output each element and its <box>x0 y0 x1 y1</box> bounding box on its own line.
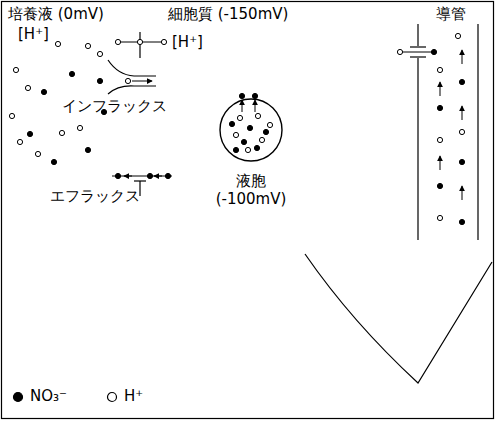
legend-label: H⁺ <box>124 388 143 405</box>
legend-entry: NO₃⁻ <box>12 388 67 405</box>
nitrate-dot <box>239 93 244 98</box>
flux-arrow <box>462 50 463 64</box>
proton-dot <box>437 67 442 72</box>
region-label: インフラックス <box>62 98 167 115</box>
flux-arrow <box>132 81 152 82</box>
legend-swatch <box>14 392 23 401</box>
proton-dot <box>137 39 142 44</box>
flux-arrow <box>440 82 441 96</box>
proton-dot <box>397 49 402 54</box>
legend-swatch <box>106 391 118 403</box>
nitrate-dot <box>459 159 464 164</box>
nitrate-dot <box>252 93 257 98</box>
proton-dot <box>13 67 18 72</box>
nitrate-dot <box>97 78 102 83</box>
symporter-symbol <box>108 60 156 76</box>
proton-dot <box>161 39 166 44</box>
nitrate-dot <box>233 147 238 152</box>
nitrate-dot <box>437 183 442 188</box>
nitrate-dot <box>241 139 246 144</box>
vacuole-outline <box>219 98 283 162</box>
flux-arrow <box>440 156 441 170</box>
proton-dot <box>245 147 250 152</box>
proton-dot <box>233 132 238 137</box>
proton-dot <box>237 115 242 120</box>
proton-dot <box>97 51 102 56</box>
flux-arrow <box>242 100 243 112</box>
vacuole-outline <box>220 99 282 161</box>
xylem-wall <box>477 24 478 240</box>
nitrate-dot <box>147 173 152 178</box>
region-label: 細胞質 (-150mV) <box>168 6 288 23</box>
proton-dot <box>267 122 272 127</box>
proton-dot <box>55 41 60 46</box>
loading-symbol <box>410 56 426 57</box>
nitrate-dot <box>51 159 56 164</box>
nitrate-dot <box>459 219 464 224</box>
proton-dot <box>85 43 90 48</box>
flux-arrow <box>154 176 162 177</box>
proton-dot <box>9 113 14 118</box>
legend-swatch <box>108 392 117 401</box>
nitrate-dot <box>247 125 252 130</box>
nitrate-dot <box>41 89 46 94</box>
nitrate-dot <box>85 147 90 152</box>
flux-arrow <box>462 186 463 200</box>
proton-dot <box>437 215 442 220</box>
xylem-wall <box>417 58 418 240</box>
nitrate-dot <box>263 129 268 134</box>
legend-label: NO₃⁻ <box>30 388 67 405</box>
proton-dot <box>437 137 442 142</box>
xylem-wall <box>417 24 418 46</box>
flux-arrow <box>124 176 132 177</box>
symporter-symbol <box>108 86 156 94</box>
nitrate-dot <box>254 145 259 150</box>
region-label: [H⁺] <box>172 34 203 51</box>
nitrate-dot <box>431 49 436 54</box>
proton-dot <box>25 85 30 90</box>
region-label: 培養液 (0mV) <box>8 6 104 23</box>
flux-arrow <box>255 100 256 112</box>
loading-symbol <box>410 46 426 47</box>
legend-swatch <box>12 391 24 403</box>
proton-dot <box>459 129 464 134</box>
proton-dot <box>115 39 120 44</box>
nitrate-dot <box>459 79 464 84</box>
nitrate-dot <box>165 173 170 178</box>
cell-outline <box>305 254 492 383</box>
legend-entry: H⁺ <box>106 388 143 405</box>
flux-arrow <box>462 106 463 120</box>
ion-dots <box>9 33 464 224</box>
nitrate-dot <box>437 105 442 110</box>
region-label: エフラックス <box>50 188 140 205</box>
proton-dot <box>455 33 460 38</box>
proton-dot <box>17 139 22 144</box>
nitrate-dot <box>69 71 74 76</box>
nitrate-dot <box>229 121 234 126</box>
proton-dot <box>59 130 64 135</box>
loading-line <box>402 52 432 53</box>
proton-dot <box>125 78 130 83</box>
proton-dot <box>259 137 264 142</box>
region-label: 導管 <box>436 6 466 23</box>
proton-dot <box>35 151 40 156</box>
nitrate-dot <box>115 173 120 178</box>
node-label: 液胞 (-100mV) <box>210 172 292 208</box>
region-label: [H⁺] <box>18 26 49 43</box>
proton-dot <box>77 125 82 130</box>
proton-dot <box>255 113 260 118</box>
nitrate-dot <box>27 131 32 136</box>
vacuole-circle: 液胞 (-100mV) <box>219 98 283 162</box>
